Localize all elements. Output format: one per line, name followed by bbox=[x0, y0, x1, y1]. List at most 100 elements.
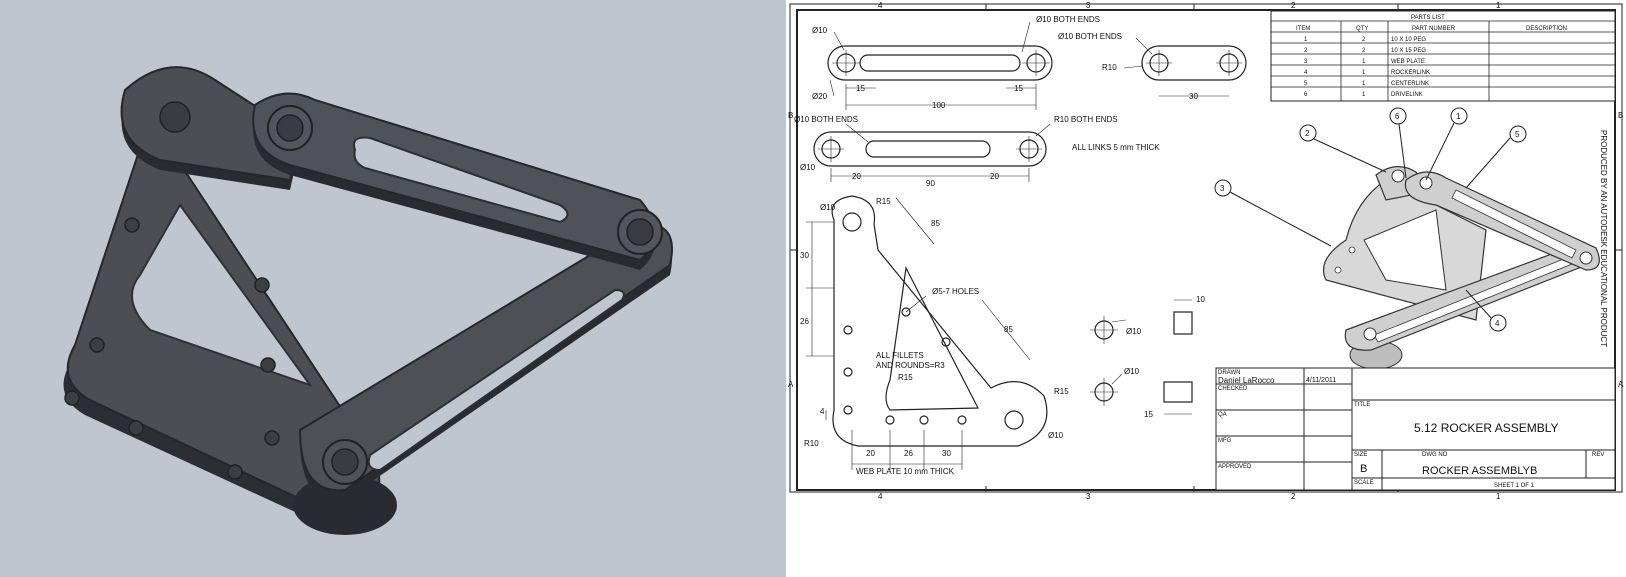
link1-hole-dim: Ø10 bbox=[812, 26, 828, 35]
zone-right-a: A bbox=[1618, 380, 1624, 389]
parts-row-3-part: WEB PLATE bbox=[1391, 59, 1425, 65]
link1-length-dim: 100 bbox=[932, 101, 946, 110]
web-fillets-note-1: ALL FILLETS bbox=[876, 351, 924, 360]
web-dim-26: 26 bbox=[800, 317, 809, 326]
zone-bottom-4: 4 bbox=[878, 492, 883, 501]
link3-both-ends-note: Ø10 BOTH ENDS bbox=[794, 115, 858, 124]
link2-both-ends-note: Ø10 BOTH ENDS bbox=[1058, 32, 1122, 41]
size-label: SIZE bbox=[1354, 452, 1367, 458]
web-r10-dim: R10 bbox=[804, 439, 819, 448]
parts-row-4-item: 4 bbox=[1304, 70, 1308, 76]
web-holes-note: Ø5-7 HOLES bbox=[932, 287, 979, 296]
parts-row-1-qty: 2 bbox=[1362, 37, 1366, 43]
link-view-3 bbox=[813, 123, 1051, 182]
title-block bbox=[1215, 367, 1616, 491]
title-label: TITLE bbox=[1354, 402, 1370, 408]
parts-row-6-qty: 1 bbox=[1362, 92, 1366, 98]
parts-header-description: DESCRIPTION bbox=[1526, 26, 1567, 32]
educational-product-note: PRODUCED BY AN AUTODESK EDUCATIONAL PROD… bbox=[1599, 130, 1608, 347]
balloon-6: 6 bbox=[1395, 112, 1400, 121]
balloon-1: 1 bbox=[1456, 112, 1461, 121]
web-hole-top-dim: Ø10 bbox=[820, 203, 836, 212]
parts-row-1-part: 10 X 10 PEG bbox=[1391, 37, 1426, 43]
balloon-5: 5 bbox=[1515, 130, 1520, 139]
parts-row-4-qty: 1 bbox=[1362, 70, 1366, 76]
sheet-size: B bbox=[1360, 463, 1367, 475]
balloon-3: 3 bbox=[1220, 184, 1225, 193]
link3-length-dim: 90 bbox=[926, 179, 935, 188]
scale-label: SCALE bbox=[1354, 480, 1374, 486]
isometric-assembly-view bbox=[1322, 166, 1600, 370]
qa-label: QA bbox=[1218, 412, 1227, 418]
parts-row-2-part: 10 X 15 PEG bbox=[1391, 48, 1426, 54]
zone-top-3: 3 bbox=[1086, 1, 1091, 10]
parts-row-4-part: ROCKERLINK bbox=[1391, 70, 1430, 76]
balloon-callouts bbox=[1214, 107, 1527, 332]
outer-border bbox=[789, 3, 1623, 493]
parts-header-item: ITEM bbox=[1296, 26, 1310, 32]
web-fillets-note-2: AND ROUNDS=R3 bbox=[876, 361, 945, 370]
peg2-len-dim: 15 bbox=[1144, 410, 1153, 419]
parts-row-1-item: 1 bbox=[1304, 37, 1308, 43]
parts-row-5-qty: 1 bbox=[1362, 81, 1366, 87]
zone-left-b: B bbox=[788, 111, 793, 120]
link2-radius-dim: R10 bbox=[1102, 63, 1117, 72]
parts-list-table: PARTS LIST ITEM QTY PART NUMBER DESCRIPT… bbox=[1270, 10, 1616, 102]
dwg-no-label: DWG NO bbox=[1422, 452, 1448, 458]
drawn-label: DRAWN bbox=[1218, 370, 1240, 376]
web-plate-render bbox=[63, 115, 381, 535]
rev-label: REV bbox=[1592, 452, 1604, 458]
balloon-4: 4 bbox=[1495, 319, 1500, 328]
web-dim-30: 30 bbox=[800, 251, 809, 260]
zone-top-4: 4 bbox=[878, 1, 883, 10]
all-links-note: ALL LINKS 5 mm THICK bbox=[1072, 143, 1160, 152]
render-viewport bbox=[0, 0, 786, 577]
parts-row-5-item: 5 bbox=[1304, 81, 1308, 87]
link-view-2 bbox=[1123, 37, 1247, 97]
assembly-render bbox=[63, 66, 673, 535]
zone-top-2: 2 bbox=[1291, 1, 1296, 10]
drawing-svg: 4 3 2 1 4 3 2 1 B A B A bbox=[788, 1, 1624, 501]
web-r15-top-dim: R15 bbox=[876, 197, 891, 206]
checked-label: CHECKED bbox=[1218, 386, 1248, 392]
zone-left-a: A bbox=[788, 380, 794, 389]
web-plate-view bbox=[806, 195, 1048, 470]
link1-inset-right-dim: 15 bbox=[1014, 84, 1023, 93]
link3-radius-note: R10 BOTH ENDS bbox=[1054, 115, 1118, 124]
link2-length-dim: 30 bbox=[1189, 92, 1198, 101]
balloon-2: 2 bbox=[1305, 129, 1310, 138]
parts-row-6-part: DRIVELINK bbox=[1391, 92, 1423, 98]
parts-header-part-number: PART NUMBER bbox=[1412, 26, 1456, 32]
parts-row-5-part: CENTERLINK bbox=[1391, 81, 1429, 87]
center-link-render bbox=[252, 92, 663, 270]
link-view-1 bbox=[827, 21, 1053, 110]
peg-views bbox=[1090, 299, 1193, 415]
parts-row-3-item: 3 bbox=[1304, 59, 1308, 65]
web-dim-20: 20 bbox=[866, 449, 875, 458]
parts-row-2-item: 2 bbox=[1304, 48, 1308, 54]
parts-list-title: PARTS LIST bbox=[1411, 15, 1445, 21]
peg1-len-dim: 10 bbox=[1196, 295, 1205, 304]
web-hole-right-dim: Ø10 bbox=[1048, 431, 1064, 440]
link3-inset-right-dim: 20 bbox=[990, 172, 999, 181]
engineering-drawing-sheet: 4 3 2 1 4 3 2 1 B A B A bbox=[786, 0, 1626, 577]
approved-label: APPROVED bbox=[1218, 464, 1252, 470]
drawn-date: 4/11/2011 bbox=[1306, 377, 1336, 384]
link3-hole-dim: Ø10 bbox=[800, 163, 816, 172]
web-dim-4: 4 bbox=[820, 407, 825, 416]
parts-row-3-qty: 1 bbox=[1362, 59, 1366, 65]
zone-bottom-3: 3 bbox=[1086, 492, 1091, 501]
drawing-title: 5.12 ROCKER ASSEMBLY bbox=[1414, 421, 1559, 435]
link1-inset-left-dim: 15 bbox=[856, 84, 865, 93]
peg2-dia-dim: Ø10 bbox=[1124, 367, 1140, 376]
web-dim-30b: 30 bbox=[942, 449, 951, 458]
zone-right-b: B bbox=[1618, 111, 1623, 120]
web-plate-note: WEB PLATE 10 mm THICK bbox=[856, 467, 955, 476]
rocker-link-render bbox=[298, 223, 673, 501]
mfg-label: MFG bbox=[1218, 438, 1232, 444]
web-slant-dim-2: 85 bbox=[1004, 325, 1013, 334]
drive-link-render bbox=[120, 66, 302, 190]
link1-both-ends-note: Ø10 BOTH ENDS bbox=[1036, 15, 1100, 24]
web-r15-inner-dim: R15 bbox=[898, 373, 913, 382]
sheet-number: SHEET 1 OF 1 bbox=[1494, 483, 1535, 489]
